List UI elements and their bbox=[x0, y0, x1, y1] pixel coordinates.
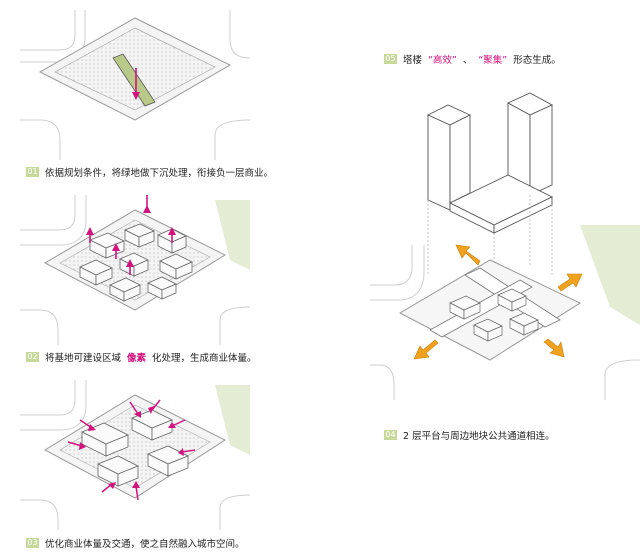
step-text-highlight: 像素 bbox=[127, 353, 147, 364]
step-text-quote-1: “高效” bbox=[428, 55, 457, 66]
step-05-caption: 05 塔楼 “高效” 、 “聚集” 形态生成。 bbox=[384, 52, 561, 66]
step-03-caption: 03 优化商业体量及交通，使之自然融入城市空间。 bbox=[26, 536, 245, 550]
step-text: 依据规划条件，将绿地做下沉处理，衔接负一层商业。 bbox=[45, 168, 274, 179]
diagram-02-pixelated-volumes bbox=[20, 195, 250, 345]
step-text-post: 形态生成。 bbox=[513, 55, 561, 66]
step-text-sep: 、 bbox=[462, 55, 473, 66]
step-text: 2 层平台与周边地块公共通道相连。 bbox=[403, 431, 555, 442]
step-text-quote-2: “聚集” bbox=[478, 55, 508, 66]
step-text: 优化商业体量及交通，使之自然融入城市空间。 bbox=[45, 539, 245, 550]
diagram-01-sunken-green bbox=[20, 10, 250, 160]
step-badge: 02 bbox=[26, 352, 39, 362]
step-text-pre: 塔楼 bbox=[403, 55, 423, 66]
step-badge: 04 bbox=[384, 430, 397, 440]
step-badge: 03 bbox=[26, 538, 39, 548]
diagram-04-05-towers-and-platform bbox=[370, 92, 640, 400]
step-02-caption: 02 将基地可建设区域 像素 化处理，生成商业体量。 bbox=[26, 350, 257, 364]
step-badge: 05 bbox=[384, 54, 397, 64]
step-badge: 01 bbox=[26, 167, 39, 177]
step-04-caption: 04 2 层平台与周边地块公共通道相连。 bbox=[384, 428, 555, 442]
diagram-03-optimized-volumes bbox=[20, 380, 250, 530]
step-text-post: 化处理，生成商业体量。 bbox=[152, 353, 257, 364]
step-01-caption: 01 依据规划条件，将绿地做下沉处理，衔接负一层商业。 bbox=[26, 165, 273, 179]
step-text-pre: 将基地可建设区域 bbox=[45, 353, 122, 364]
